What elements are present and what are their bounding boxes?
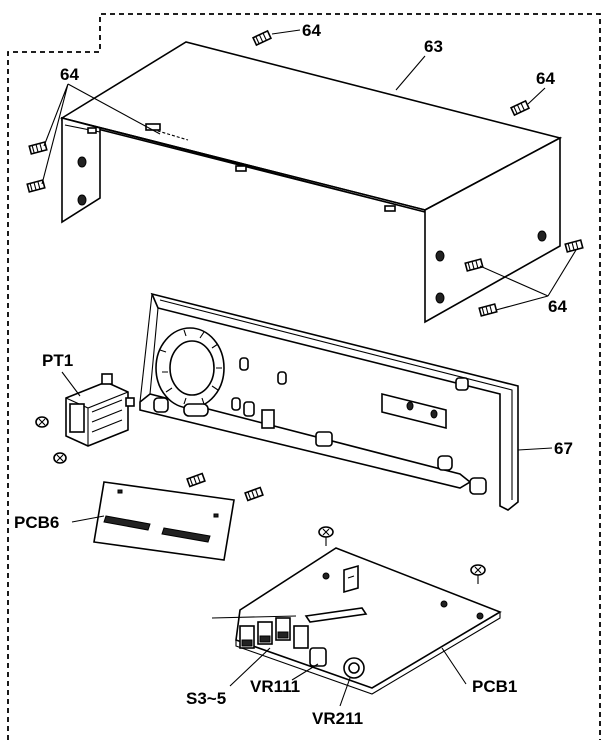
screw-right-top xyxy=(509,99,531,117)
label-s3-5: S3~5 xyxy=(186,689,226,708)
leader-vr111 xyxy=(291,663,319,681)
leader-pcb1 xyxy=(441,647,467,685)
label-63: 63 xyxy=(424,37,443,56)
leader-pcb6 xyxy=(71,515,105,523)
screw-pcb1-2 xyxy=(470,564,486,584)
screw-pt1-2 xyxy=(53,452,67,464)
leader-64-top xyxy=(271,29,301,35)
label-pt1: PT1 xyxy=(42,351,73,370)
screw-left-1 xyxy=(28,141,48,155)
label-vr111: VR111 xyxy=(250,677,300,696)
screw-right-1 xyxy=(464,258,484,272)
leader-64-left xyxy=(41,83,161,185)
label-pcb1: PCB1 xyxy=(472,677,517,696)
screw-pcb1-1 xyxy=(318,526,334,546)
label-vr211: VR211 xyxy=(312,709,363,728)
label-64-top: 64 xyxy=(302,21,321,40)
pcb1-board xyxy=(235,547,502,695)
leader-vr211 xyxy=(339,677,351,707)
ring-component xyxy=(155,327,225,409)
top-cover-63 xyxy=(59,41,563,324)
label-64-right-top: 64 xyxy=(536,69,555,88)
leader-64-right-top xyxy=(527,87,546,105)
label-64-left: 64 xyxy=(60,65,79,84)
leader-64-right-bottom xyxy=(479,249,577,311)
screw-pcb6-1 xyxy=(186,472,206,488)
label-pcb6: PCB6 xyxy=(14,513,59,532)
screw-right-2 xyxy=(478,303,498,317)
leader-63 xyxy=(395,55,426,91)
screw-top xyxy=(251,29,273,47)
transformer-pt1 xyxy=(65,373,135,447)
screw-left-2 xyxy=(26,179,46,193)
screw-pcb6-2 xyxy=(244,486,264,502)
leader-pt1 xyxy=(61,371,81,397)
front-panel-67 xyxy=(139,292,519,511)
leader-s3-5 xyxy=(211,615,297,687)
leader-67 xyxy=(517,447,553,451)
label-64-right-bottom: 64 xyxy=(548,297,567,316)
pcb6-board xyxy=(93,481,235,561)
label-67: 67 xyxy=(554,439,573,458)
screw-right-3 xyxy=(564,239,584,253)
screw-pt1-1 xyxy=(35,416,49,428)
